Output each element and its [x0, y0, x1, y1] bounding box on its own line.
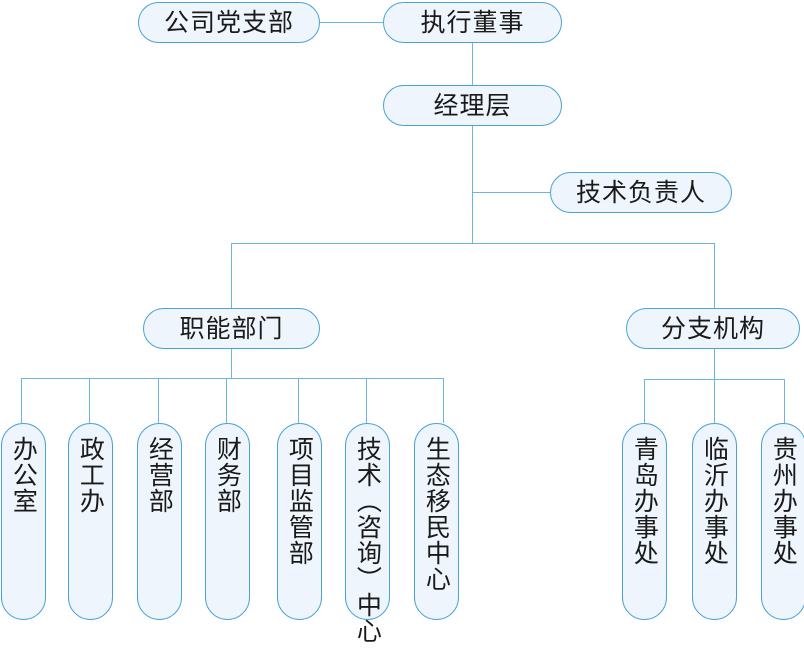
- node-label: 生态移民中心: [422, 436, 452, 592]
- connector-functional-drop-3: [158, 378, 159, 423]
- node-party-branch[interactable]: 公司党支部: [138, 2, 320, 43]
- node-branch-linyi[interactable]: 临沂办事处: [692, 423, 737, 620]
- node-label: 财务部: [213, 436, 243, 514]
- connector-branch-drop-1: [644, 379, 645, 423]
- node-department-project-supervision[interactable]: 项目监管部: [277, 423, 322, 620]
- connector-branch-drop-2: [714, 379, 715, 423]
- node-label: 项目监管部: [285, 436, 315, 566]
- node-department-technology-consulting-center[interactable]: 技术（咨询）中心: [345, 423, 390, 644]
- node-label: 技术负责人: [575, 178, 706, 207]
- node-label: 青岛办事处: [630, 436, 660, 566]
- node-department-operations[interactable]: 经营部: [137, 423, 182, 620]
- node-department-office[interactable]: 办公室: [1, 423, 46, 620]
- node-department-political-work[interactable]: 政工办: [68, 423, 113, 620]
- node-label: 经营部: [145, 436, 175, 514]
- connector-functional-drop-6: [366, 378, 367, 423]
- connector-functional-drop-5: [298, 378, 299, 423]
- node-label: 临沂办事处: [700, 436, 730, 566]
- connector-trunk-to-tech-lead: [472, 192, 551, 193]
- connector-branch-drop-3: [784, 379, 785, 423]
- connector-director-to-manager: [472, 42, 473, 86]
- node-label: 办公室: [9, 436, 39, 514]
- node-label: 执行董事: [420, 8, 525, 37]
- connector-functional-drop-2: [89, 378, 90, 423]
- node-label: 公司党支部: [163, 8, 294, 37]
- node-label: 技术（咨询）中心: [353, 436, 383, 644]
- node-functional-departments[interactable]: 职能部门: [143, 308, 320, 349]
- node-label: 政工办: [76, 436, 106, 514]
- node-branch-institutions[interactable]: 分支机构: [626, 308, 800, 349]
- connector-level3-bus: [231, 243, 715, 244]
- node-department-ecological-migration-center[interactable]: 生态移民中心: [414, 423, 459, 620]
- node-branch-qingdao[interactable]: 青岛办事处: [622, 423, 667, 620]
- node-tech-lead[interactable]: 技术负责人: [550, 172, 732, 213]
- node-label: 贵州办事处: [769, 436, 799, 566]
- connector-functional-drop-1: [21, 378, 22, 423]
- node-label: 分支机构: [660, 314, 765, 343]
- node-exec-director[interactable]: 执行董事: [383, 2, 562, 43]
- node-label: 经理层: [433, 91, 512, 120]
- connector-functional-drop-7: [443, 378, 444, 423]
- connector-manager-trunk: [472, 125, 473, 244]
- node-branch-guizhou[interactable]: 贵州办事处: [761, 423, 804, 620]
- connector-functional-bus: [21, 378, 444, 379]
- connector-party-to-director: [320, 22, 383, 23]
- node-label: 职能部门: [179, 314, 284, 343]
- node-department-finance[interactable]: 财务部: [205, 423, 250, 620]
- connector-functional-drop-4: [226, 378, 227, 423]
- node-manager-layer[interactable]: 经理层: [383, 85, 562, 126]
